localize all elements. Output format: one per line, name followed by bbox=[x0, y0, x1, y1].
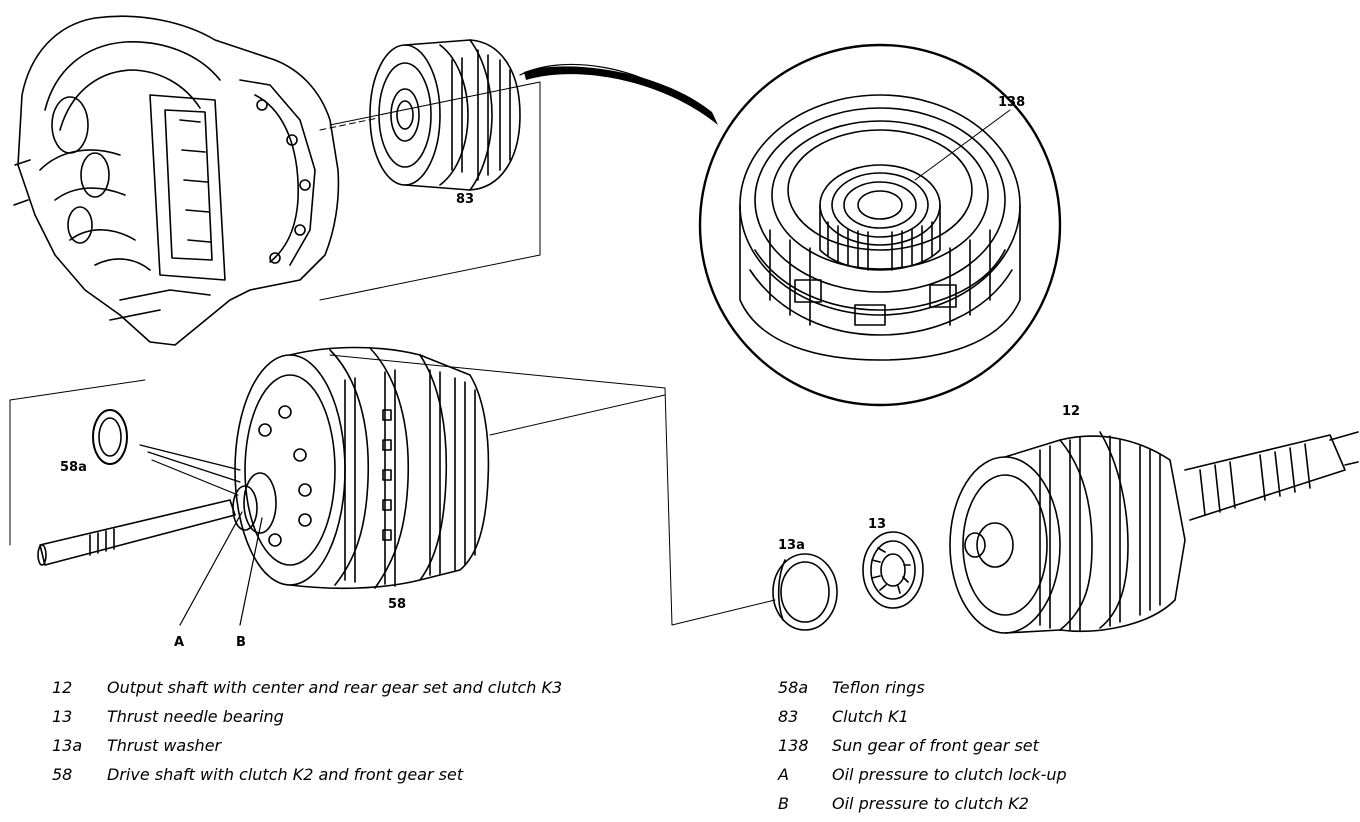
legend-item: 58 Drive shaft with clutch K2 and front … bbox=[52, 760, 562, 789]
thrust-washer bbox=[772, 553, 838, 631]
legend-item: 58a Teflon rings bbox=[778, 673, 1067, 702]
legend-code: 58a bbox=[778, 678, 809, 697]
drive-shaft-k2 bbox=[37, 346, 490, 590]
legend-item: 138 Sun gear of front gear set bbox=[778, 731, 1067, 760]
legend-code: 13a bbox=[52, 736, 83, 755]
callout-83: 83 bbox=[456, 192, 474, 207]
drive-shaft-frame bbox=[9, 354, 776, 626]
transmission-housing bbox=[13, 15, 340, 346]
legend-code: B bbox=[778, 794, 789, 813]
legend-item: B Oil pressure to clutch K2 bbox=[778, 789, 1067, 818]
callout-58: 58 bbox=[388, 597, 406, 612]
callout-12: 12 bbox=[1062, 404, 1080, 419]
legend-code: 58 bbox=[52, 765, 73, 784]
legend-desc: Thrust needle bearing bbox=[107, 707, 284, 726]
housing-frame bbox=[319, 81, 541, 301]
callout-138: 138 bbox=[998, 95, 1025, 110]
callout-13: 13 bbox=[868, 517, 886, 532]
magnified-view bbox=[698, 43, 1062, 407]
legend-item: 13 Thrust needle bearing bbox=[52, 702, 562, 731]
legend-desc: Oil pressure to clutch K2 bbox=[832, 794, 1029, 813]
callout-58a: 58a bbox=[60, 460, 87, 475]
legend-desc: Teflon rings bbox=[832, 678, 925, 697]
legend-item: 13a Thrust washer bbox=[52, 731, 562, 760]
legend-item: 83 Clutch K1 bbox=[778, 702, 1067, 731]
legend-desc: Sun gear of front gear set bbox=[832, 736, 1039, 755]
legend-code: 83 bbox=[778, 707, 799, 726]
callout-A: A bbox=[174, 635, 184, 650]
callout-B: B bbox=[236, 635, 246, 650]
legend-left: 12 Output shaft with center and rear gea… bbox=[52, 673, 562, 789]
legend-desc: Drive shaft with clutch K2 and front gea… bbox=[107, 765, 464, 784]
legend-code: 12 bbox=[52, 678, 73, 697]
legend-code: A bbox=[778, 765, 789, 784]
legend-item: A Oil pressure to clutch lock-up bbox=[778, 760, 1067, 789]
legend-desc: Clutch K1 bbox=[832, 707, 909, 726]
legend-right: 58a Teflon rings 83 Clutch K1 138 Sun ge… bbox=[778, 673, 1067, 818]
legend-desc: Thrust washer bbox=[107, 736, 222, 755]
thrust-needle-bearing bbox=[862, 531, 924, 609]
clutch-k1-small bbox=[369, 39, 521, 191]
callout-13a: 13a bbox=[778, 538, 805, 553]
legend-desc: Output shaft with center and rear gear s… bbox=[107, 678, 563, 697]
legend-code: 138 bbox=[778, 736, 809, 755]
teflon-ring bbox=[92, 409, 128, 465]
legend-item: 12 Output shaft with center and rear gea… bbox=[52, 673, 562, 702]
output-shaft bbox=[949, 431, 1359, 634]
legend-desc: Oil pressure to clutch lock-up bbox=[832, 765, 1067, 784]
legend-code: 13 bbox=[52, 707, 73, 726]
